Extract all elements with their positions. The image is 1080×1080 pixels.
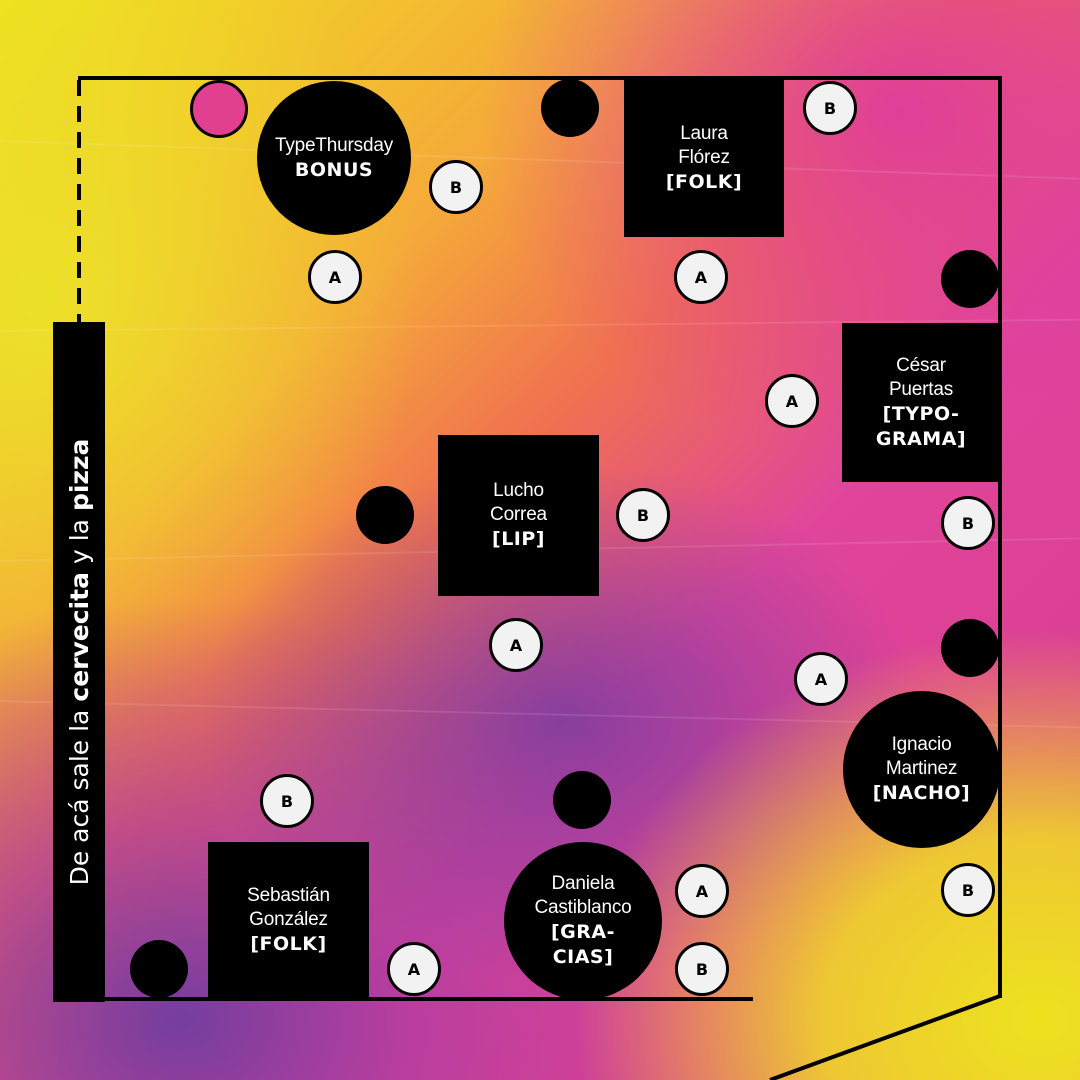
pink-dot [190, 80, 248, 138]
table-tag: BONUS [294, 158, 374, 181]
exit-label-text-4: pizza [64, 438, 94, 512]
seat-a[interactable]: A [387, 942, 441, 996]
table-name: TypeThursday [275, 134, 393, 156]
table-sebastian-gonzalez: Sebastián González [FOLK] [208, 842, 369, 999]
table-name-line1: Lucho [493, 480, 544, 501]
table-name-line2: Flórez [678, 146, 730, 168]
seat-a[interactable]: A [794, 652, 848, 706]
black-dot [941, 619, 999, 677]
right-wall [998, 76, 1002, 998]
table-name-line2: González [249, 909, 328, 930]
seat-b[interactable]: B [675, 942, 729, 996]
table-name-line1: César [896, 354, 946, 376]
black-dot [130, 940, 188, 998]
table-name-line2: Castiblanco [534, 897, 632, 918]
table-tag: [FOLK] [665, 170, 743, 193]
exit-label-text-2: cervecita [64, 572, 94, 702]
exit-label-text-1: De acá sale la [64, 709, 94, 886]
seat-b[interactable]: B [429, 160, 483, 214]
table-tag-line1: [TYPO- [882, 402, 960, 425]
exit-label: De acá sale la cervecita y la pizza [53, 322, 105, 1002]
table-tag-line1: [GRA- [551, 921, 615, 943]
top-wall [78, 76, 1002, 80]
table-tag: [LIP] [492, 528, 545, 550]
seat-b[interactable]: B [260, 774, 314, 828]
table-ignacio-martinez: Ignacio Martinez [NACHO] [843, 691, 1000, 848]
seat-a[interactable]: A [674, 250, 728, 304]
table-tag-line2: CIAS] [552, 946, 614, 968]
table-name-line2: Martinez [885, 758, 958, 779]
bottom-wall [78, 997, 753, 1001]
table-bonus: TypeThursday BONUS [257, 81, 411, 235]
table-daniela-castiblanco: Daniela Castiblanco [GRA- CIAS] [504, 842, 662, 1000]
seat-a[interactable]: A [308, 250, 362, 304]
table-lucho-correa: Lucho Correa [LIP] [438, 435, 599, 596]
black-dot [541, 79, 599, 137]
table-name-line1: Laura [680, 122, 728, 144]
seat-a[interactable]: A [489, 618, 543, 672]
seat-b[interactable]: B [941, 496, 995, 550]
black-dot [553, 771, 611, 829]
table-tag: [FOLK] [250, 933, 327, 955]
table-name-line2: Correa [490, 504, 547, 525]
table-name-line1: Sebastián [247, 885, 330, 906]
exit-label-text-3: y la [64, 519, 94, 565]
table-cesar-puertas: César Puertas [TYPO- GRAMA] [842, 323, 1000, 482]
seat-b[interactable]: B [616, 488, 670, 542]
black-dot [356, 486, 414, 544]
seat-a[interactable]: A [765, 374, 819, 428]
seat-b[interactable]: B [941, 863, 995, 917]
seat-a[interactable]: A [675, 864, 729, 918]
table-name-line1: Ignacio [891, 734, 952, 755]
table-tag: [NACHO] [872, 782, 971, 804]
black-dot [941, 250, 999, 308]
seat-b[interactable]: B [803, 81, 857, 135]
table-name-line2: Puertas [888, 378, 954, 400]
table-tag-line2: GRAMA] [875, 427, 967, 450]
table-laura-florez: Laura Flórez [FOLK] [624, 79, 784, 237]
table-name-line1: Daniela [551, 873, 615, 894]
